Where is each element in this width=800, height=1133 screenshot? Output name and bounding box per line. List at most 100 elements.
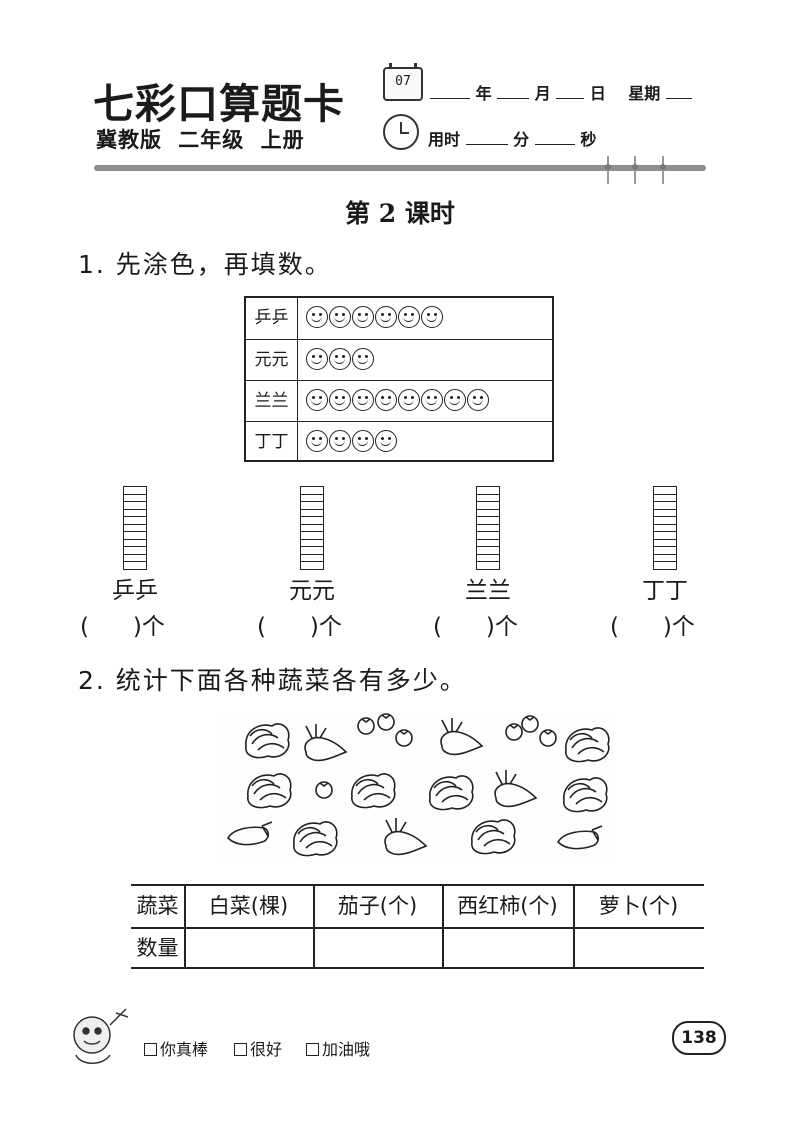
column-cell[interactable]	[301, 487, 323, 495]
smiley-icon	[398, 306, 420, 328]
column-cell[interactable]	[477, 487, 499, 495]
column-cell[interactable]	[301, 517, 323, 525]
lesson-title: 第 2 课时	[345, 199, 455, 228]
row-name: 乒乒	[246, 298, 298, 339]
column-cell[interactable]	[654, 555, 676, 562]
column-cell[interactable]	[477, 495, 499, 502]
table-row-label-quantity: 数量	[136, 936, 179, 960]
eggplant-count-cell[interactable]	[313, 928, 442, 969]
eval-option-good[interactable]: 很好	[234, 1036, 282, 1060]
smiley-icon	[306, 348, 328, 370]
year-label: 年	[475, 84, 492, 103]
column-cell[interactable]	[477, 517, 499, 525]
column-cell[interactable]	[654, 525, 676, 532]
table-header-tomato: 西红柿(个)	[457, 894, 558, 918]
count-answer-blank[interactable]: ( )个	[433, 614, 518, 640]
column-cell[interactable]	[654, 495, 676, 502]
table-header-eggplant: 茄子(个)	[337, 894, 418, 918]
time-fill-line: 用时 分 秒	[428, 126, 596, 150]
column-cell[interactable]	[301, 540, 323, 547]
vegetables-illustration	[218, 710, 614, 862]
smiley-icon	[329, 430, 351, 452]
calendar-icon: 07	[383, 63, 423, 101]
tomato-count-cell[interactable]	[442, 928, 573, 969]
clock-icon	[383, 114, 419, 150]
smiley-icon	[421, 306, 443, 328]
smiley-icon	[329, 306, 351, 328]
column-cell[interactable]	[477, 525, 499, 532]
row-name: 兰兰	[246, 381, 298, 421]
header-divider	[94, 165, 706, 171]
checkbox-icon[interactable]	[306, 1043, 319, 1056]
smiley-group	[306, 348, 375, 372]
time-label: 用时	[428, 130, 461, 149]
vegetable-count-table: 蔬菜 白菜(棵) 茄子(个) 西红柿(个) 萝卜(个) 数量	[131, 884, 704, 969]
radish-count-cell[interactable]	[573, 928, 704, 969]
binder-clip-icon	[660, 156, 666, 184]
column-cell[interactable]	[124, 555, 146, 562]
column-cell[interactable]	[124, 510, 146, 517]
count-answer-blank[interactable]: ( )个	[610, 614, 695, 640]
date-fill-line: 年 月 日 星期	[430, 80, 692, 104]
column-cell[interactable]	[477, 540, 499, 547]
column-name: 乒乒	[112, 578, 158, 604]
column-cell[interactable]	[654, 532, 676, 540]
column-cell[interactable]	[124, 547, 146, 555]
weekday-blank[interactable]	[665, 84, 692, 99]
column-cell[interactable]	[124, 540, 146, 547]
count-answer-blank[interactable]: ( )个	[257, 614, 342, 640]
minute-blank[interactable]	[465, 130, 508, 145]
column-cell[interactable]	[124, 517, 146, 525]
cabbage-count-cell[interactable]	[184, 928, 313, 969]
column-cell[interactable]	[654, 517, 676, 525]
column-cell[interactable]	[654, 547, 676, 555]
eval-label: 你真棒	[160, 1040, 209, 1059]
column-cell[interactable]	[477, 547, 499, 555]
eval-option-great[interactable]: 你真棒	[144, 1036, 208, 1060]
column-cell[interactable]	[124, 495, 146, 502]
year-blank[interactable]	[430, 84, 470, 99]
column-cell[interactable]	[477, 510, 499, 517]
column-cell[interactable]	[477, 555, 499, 562]
column-cell[interactable]	[654, 502, 676, 510]
question-2-prompt: 2. 统计下面各种蔬菜各有多少。	[78, 666, 467, 695]
column-cell[interactable]	[301, 547, 323, 555]
column-cell[interactable]	[301, 495, 323, 502]
color-column[interactable]	[300, 486, 324, 570]
eval-option-keep-going[interactable]: 加油哦	[306, 1036, 370, 1060]
column-cell[interactable]	[301, 532, 323, 540]
day-label: 日	[589, 84, 606, 103]
mascot-icon	[66, 1005, 136, 1073]
month-label: 月	[534, 84, 551, 103]
smiley-icon	[352, 430, 374, 452]
column-cell[interactable]	[654, 487, 676, 495]
binder-clip-icon	[605, 156, 611, 184]
column-cell[interactable]	[301, 502, 323, 510]
column-cell[interactable]	[124, 525, 146, 532]
page-number: 138	[672, 1021, 726, 1055]
smiley-table: 乒乒 元元 兰兰 丁丁	[244, 296, 554, 462]
column-cell[interactable]	[301, 525, 323, 532]
checkbox-icon[interactable]	[144, 1043, 157, 1056]
month-blank[interactable]	[497, 84, 530, 99]
color-column[interactable]	[476, 486, 500, 570]
column-cell[interactable]	[477, 502, 499, 510]
day-blank[interactable]	[556, 84, 585, 99]
column-cell[interactable]	[124, 502, 146, 510]
smiley-group	[306, 306, 444, 330]
checkbox-icon[interactable]	[234, 1043, 247, 1056]
color-column[interactable]	[653, 486, 677, 570]
second-label: 秒	[580, 130, 597, 149]
column-cell[interactable]	[301, 555, 323, 562]
count-answer-blank[interactable]: ( )个	[80, 614, 165, 640]
column-cell[interactable]	[124, 487, 146, 495]
second-blank[interactable]	[534, 130, 575, 145]
column-cell[interactable]	[477, 532, 499, 540]
smiley-icon	[375, 389, 397, 411]
color-column[interactable]	[123, 486, 147, 570]
column-cell[interactable]	[654, 540, 676, 547]
column-cell[interactable]	[654, 510, 676, 517]
column-cell[interactable]	[301, 510, 323, 517]
binder-clip-icon	[632, 156, 638, 184]
column-cell[interactable]	[124, 532, 146, 540]
